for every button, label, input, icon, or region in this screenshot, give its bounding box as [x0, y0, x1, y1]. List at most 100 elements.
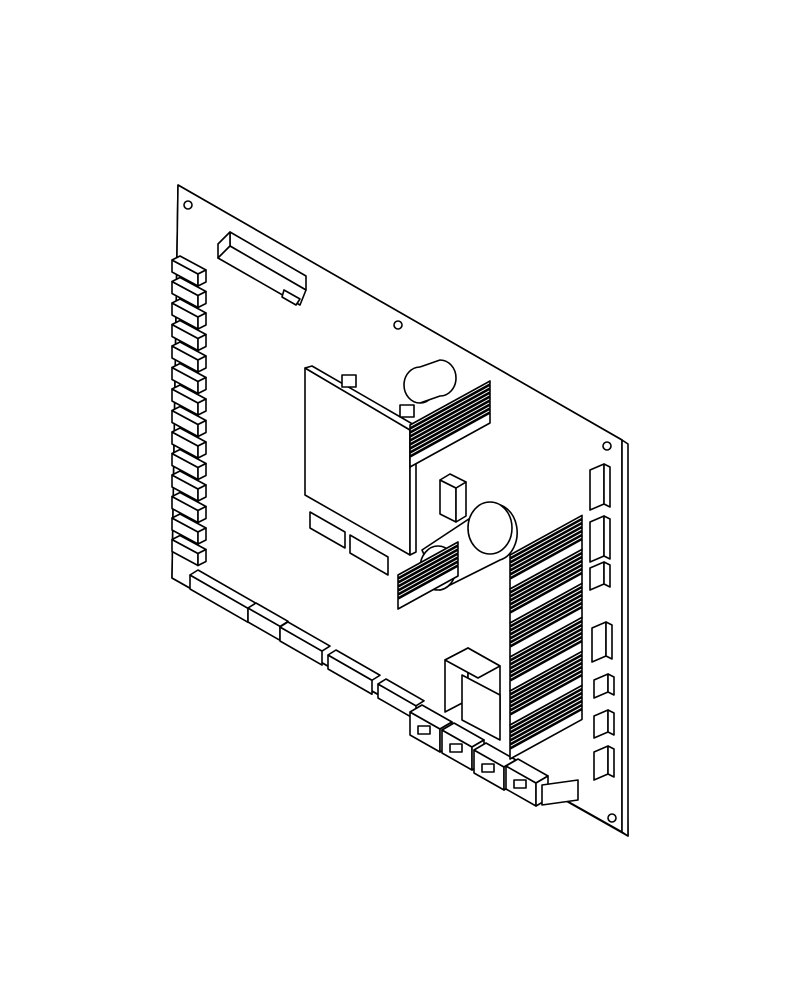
fuse-holder: [439, 473, 467, 523]
heatsink-fin: [509, 700, 583, 745]
heatsink-fin: [509, 658, 583, 703]
right-heatsinks: [509, 514, 583, 760]
heatsink-fin: [509, 518, 583, 563]
heatsink-fin: [397, 541, 459, 579]
rj-jacks: [409, 704, 549, 807]
left-connector-side: [197, 462, 207, 481]
heatsink-fin: [509, 688, 583, 733]
heatsink-fin: [509, 624, 583, 669]
heatsink-fin: [509, 620, 583, 665]
right-connectors: [589, 463, 615, 781]
daughter-connectors: [309, 511, 389, 576]
left-connector-side: [197, 484, 207, 502]
heatsink-fin: [509, 628, 583, 673]
mounting-hole: [183, 200, 193, 210]
heatsink-fin: [409, 396, 491, 445]
rj-jack-port: [481, 763, 495, 773]
left-connector-side: [197, 419, 207, 438]
heatsink-fin: [509, 662, 583, 707]
left-connector-side: [197, 548, 207, 567]
heatsink-base: [509, 708, 583, 760]
heatsink-fin: [409, 388, 491, 437]
rj-jack-port: [513, 779, 527, 789]
right-connector-side: [603, 515, 611, 560]
left-connector-side: [197, 398, 207, 416]
heatsink-fin: [409, 404, 491, 453]
mounting-hole: [607, 813, 617, 823]
capacitor-small: [403, 359, 457, 404]
heatsink-fin: [509, 590, 583, 635]
left-connector-side: [197, 505, 207, 524]
heatsink-fin: [509, 684, 583, 729]
right-connector: [593, 745, 609, 781]
left-connector-side: [197, 355, 207, 373]
heatsink-fin: [509, 568, 583, 613]
heatsink-fin: [409, 384, 491, 433]
heatsink-fin: [409, 400, 491, 449]
heatsink-fin: [509, 650, 583, 695]
heatsink-fin: [409, 408, 491, 457]
heatsink-fin: [397, 561, 459, 599]
left-connector-side: [197, 376, 207, 395]
top-connector: [217, 231, 307, 306]
heatsink-fin: [509, 666, 583, 711]
heatsink-fin: [397, 557, 459, 595]
relay-block: [444, 647, 501, 741]
daughter-board: [304, 365, 417, 556]
left-connector-column: [171, 255, 207, 567]
heatsink-fin: [397, 545, 459, 583]
heatsink-fin: [509, 598, 583, 643]
bottom-connector-top: [279, 621, 331, 652]
left-connector-side: [197, 312, 207, 330]
bottom-right-connector: [541, 779, 579, 806]
heatsink-fin: [509, 530, 583, 575]
heatsink-fin: [509, 552, 583, 597]
rj-jack-port: [417, 725, 431, 735]
heatsink-fin: [509, 594, 583, 639]
heatsink-fin: [509, 560, 583, 605]
heatsink-base: [397, 565, 459, 610]
right-connector: [589, 463, 605, 511]
heatsink-fin: [409, 380, 491, 429]
heatsink-fin: [509, 582, 583, 627]
left-connector-side: [197, 290, 207, 309]
heatsink-fin: [509, 616, 583, 661]
heatsink-fin: [509, 636, 583, 681]
heatsink-top: [409, 380, 491, 468]
bottom-connector-top: [327, 649, 381, 682]
left-connector-side: [197, 441, 207, 459]
heatsink-fin: [509, 704, 583, 749]
heatsink-lower: [397, 541, 459, 610]
heatsink-fin: [509, 522, 583, 567]
mounting-hole: [602, 441, 612, 451]
heatsink-fin: [509, 564, 583, 609]
heatsink-fin: [509, 526, 583, 571]
heatsink-fin: [397, 553, 459, 591]
heatsink-fin: [509, 692, 583, 737]
heatsink-fin: [509, 514, 583, 559]
bottom-connector-row: [189, 569, 425, 721]
left-connector-side: [197, 269, 207, 287]
rj-jack-port: [449, 743, 463, 753]
heatsink-fin: [509, 586, 583, 631]
bottom-connector-top: [377, 678, 425, 707]
heatsink-fin: [409, 392, 491, 441]
board-thickness: [621, 439, 629, 837]
left-connector-side: [197, 333, 207, 352]
heatsink-base: [409, 412, 491, 468]
mounting-holes: [183, 200, 617, 823]
heatsink-fin: [509, 548, 583, 593]
heatsink-fin: [509, 534, 583, 579]
heatsink-fin: [509, 654, 583, 699]
heatsink-fin: [509, 632, 583, 677]
left-connector-side: [197, 527, 207, 545]
right-connector-side: [607, 673, 615, 696]
right-connector: [591, 621, 607, 663]
heatsink-fin: [397, 549, 459, 587]
heatsink-fin: [509, 670, 583, 715]
right-connector-side: [603, 561, 611, 588]
heatsink-fin: [509, 602, 583, 647]
mounting-hole: [393, 320, 403, 330]
right-connector-side: [607, 709, 615, 736]
